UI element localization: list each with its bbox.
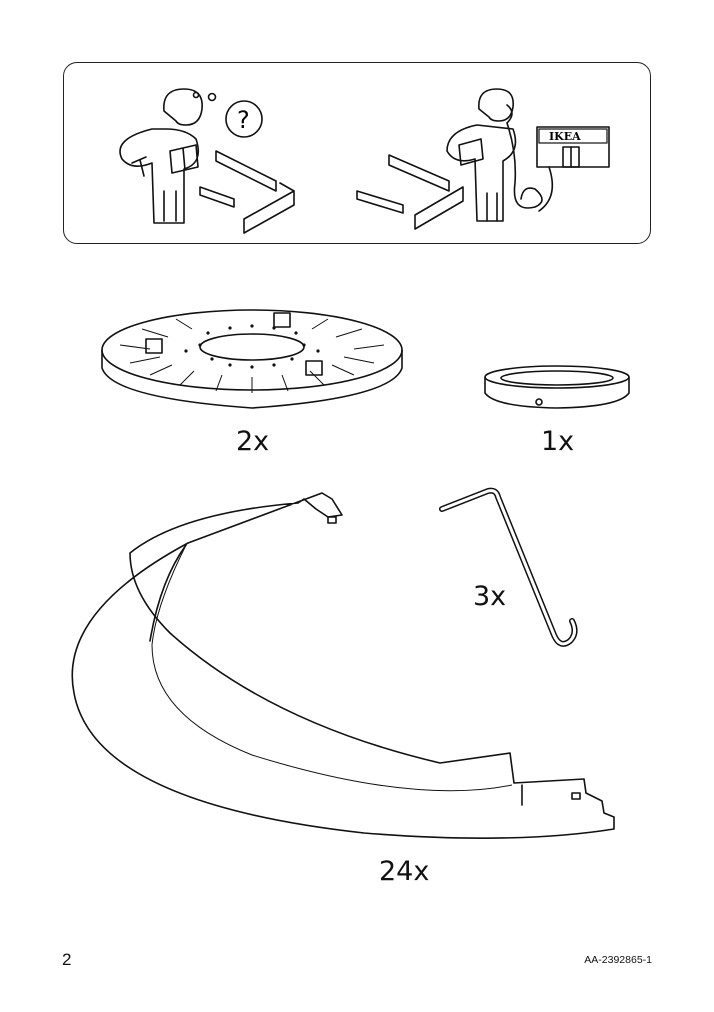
document-code: AA-2392865-1 [584, 954, 652, 966]
confused-person-illustration: ? [119, 88, 295, 234]
ring-quantity: 1x [541, 426, 575, 457]
store-sign: IKEA [549, 130, 581, 143]
hook-illustration [439, 487, 578, 647]
petal-panel-illustration [71, 492, 615, 839]
help-panel: ? IKEA [63, 62, 651, 244]
question-mark-icon: ? [237, 106, 250, 134]
petal-panel-quantity: 24x [379, 856, 430, 887]
base-disc-illustration [101, 309, 403, 409]
phone-call-illustration: IKEA [356, 88, 610, 230]
page-number: 2 [62, 950, 72, 969]
hook-quantity: 3x [473, 581, 507, 612]
ring-illustration [484, 365, 630, 409]
base-disc-quantity: 2x [236, 426, 270, 457]
